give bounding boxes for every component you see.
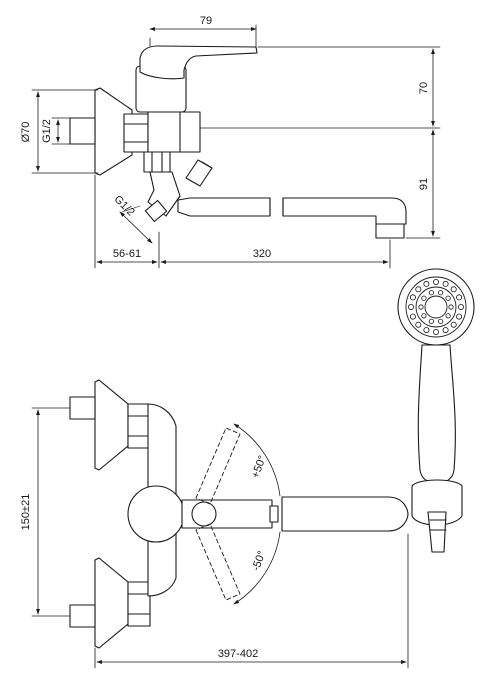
shower-nozzle [450,286,457,293]
side-body [147,111,201,153]
shower-nozzle [421,295,427,301]
shower-nozzle [442,327,449,334]
shower-nozzle [407,303,414,310]
shower-nozzle [423,327,430,334]
dim-rotation-down: -50° [250,549,268,572]
shower-nozzle [445,313,451,319]
shower-handle [417,344,456,484]
shower-nozzle [450,321,457,328]
shower-nozzle [409,294,416,301]
dim-height-upper: 70 [418,82,430,94]
dim-wall-offset: 56-61 [113,248,141,260]
dim-thread-left: G1/2 [41,119,53,143]
shower-nozzle [421,313,427,319]
rotation-arc-down [233,531,281,605]
side-aerator [375,223,405,239]
shower-nozzle [428,318,434,324]
shower-nozzle [432,278,439,285]
shower-nozzle [437,318,444,324]
front-spout [281,496,409,532]
dim-spout-reach: 320 [253,248,271,260]
side-lever [139,45,258,80]
rotation-ghosts [195,427,241,601]
shower-nozzle [409,313,416,320]
dim-escutcheon-diameter: Ø70 [20,122,32,143]
shower-nozzle [428,290,434,296]
front-view: +50° -50° 150±21 397-402 [20,379,409,669]
front-escutcheon-top [94,379,129,471]
dim-height-lower: 91 [418,178,430,190]
shower-nozzle [456,294,463,301]
shower-nozzle [418,304,424,310]
front-escutcheon-bottom [94,557,129,649]
dim-thread-hose: G1/2 [111,193,136,218]
front-nut-bottom [127,581,151,627]
shower-nozzle [415,286,422,293]
side-spout-right [282,197,407,225]
shower-nozzle [415,321,422,328]
front-cartridge-disk [127,485,185,543]
side-lower-nut [143,151,171,173]
front-wall-pipe-bottom [69,604,96,628]
shower-nozzles [407,278,464,335]
side-wall-pipe [69,117,96,145]
front-wall-pipe-top [69,396,96,420]
shower-nozzle [432,328,439,335]
dim-centre-distance: 150±21 [20,494,32,531]
dim-rotation-up: +50° [250,454,269,480]
dim-overall-width: 397-402 [218,648,258,660]
shower-nozzle [437,290,444,296]
side-view: 79 70 91 Ø70 G1/2 G1/2 56-61 320 [20,15,441,269]
shower-nozzle [445,295,451,301]
hand-shower [397,268,475,553]
shower-holder [411,479,463,526]
shower-nozzle [442,280,449,287]
dim-lever-length: 79 [200,15,212,27]
side-spout-left [177,197,271,217]
shower-head-outer [397,268,475,346]
shower-nozzle [423,280,430,287]
rotation-arc-up [233,423,281,497]
shower-nozzle [456,313,463,320]
side-diverter [185,159,213,187]
shower-nozzle [457,303,464,310]
side-hex-nut [123,113,149,153]
shower-hose-stub [427,511,447,553]
shower-nozzle [448,304,454,310]
